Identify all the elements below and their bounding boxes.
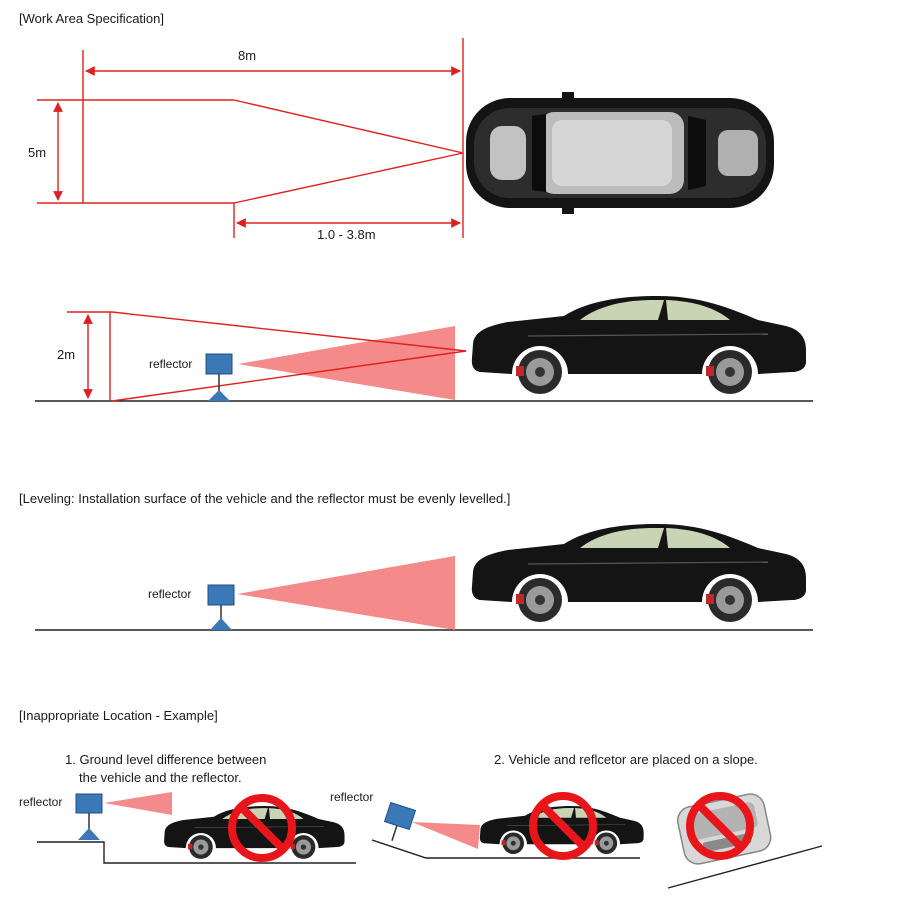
reflector-label: reflector <box>19 795 63 809</box>
dimension-width-label: 5m <box>28 145 47 160</box>
car-side-icon <box>471 523 807 623</box>
reflector-label: reflector <box>148 587 192 601</box>
dimension-range-label: 1.0 - 3.8m <box>317 227 376 242</box>
section-title-work-area: [Work Area Specification] <box>19 11 164 26</box>
leveling-diagram <box>35 556 813 631</box>
side-view-diagram <box>35 311 813 402</box>
top-view-diagram <box>37 38 464 238</box>
dimension-height-label: 2m <box>57 347 76 362</box>
dimension-length-label: 8m <box>238 48 257 63</box>
example-1-caption-line1: 1. Ground level difference between <box>65 752 267 767</box>
example-1-caption-line2: the vehicle and the reflector. <box>79 770 242 785</box>
section-title-leveling: [Leveling: Installation surface of the v… <box>19 491 511 506</box>
example-2-caption: 2. Vehicle and reflcetor are placed on a… <box>494 752 758 767</box>
reflector-icon <box>75 793 103 840</box>
reflector-label: reflector <box>330 790 374 804</box>
section-title-inappropriate: [Inappropriate Location - Example] <box>19 708 218 723</box>
radar-beam <box>237 556 455 630</box>
car-side-icon <box>471 295 807 395</box>
car-top-icon <box>466 92 774 214</box>
stepped-ground <box>37 841 356 864</box>
reflector-icon <box>383 801 417 841</box>
reflector-label: reflector <box>149 357 193 371</box>
reflector-icon <box>205 353 233 401</box>
example-1-diagram <box>37 792 356 864</box>
radar-beam <box>238 326 455 400</box>
slope-line <box>667 845 823 889</box>
reflector-icon <box>207 584 235 630</box>
example-2-diagram <box>371 791 823 889</box>
